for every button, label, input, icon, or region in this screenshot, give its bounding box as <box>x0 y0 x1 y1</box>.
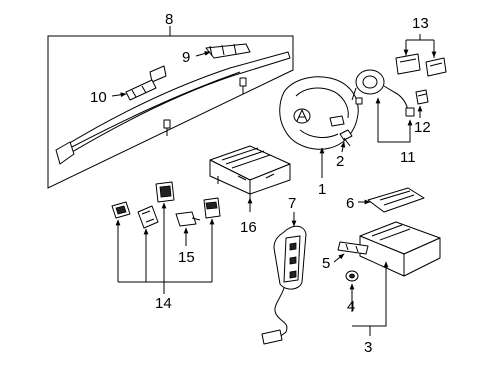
passenger-airbag-group <box>337 187 441 282</box>
connector-part-15 <box>175 211 201 227</box>
connector-part-12 <box>415 89 429 105</box>
srs-unit-right <box>249 163 291 195</box>
callout-6: 6 <box>346 195 354 212</box>
callout-13: 13 <box>412 15 429 32</box>
bolt-b <box>163 119 171 136</box>
sensor-14b <box>137 205 159 229</box>
curtain-airbag-end-bracket <box>55 141 75 165</box>
sensor-14c <box>155 181 175 203</box>
driver-airbag-module <box>279 76 359 150</box>
bolt-a <box>239 77 247 94</box>
sensor-group-13 <box>395 53 447 77</box>
callout-14: 14 <box>155 295 172 312</box>
callout-3: 3 <box>364 339 372 356</box>
occupant-position-sensor <box>261 225 307 345</box>
bolt-part-2 <box>339 129 353 147</box>
curtain-airbag-tube <box>57 51 291 159</box>
curtain-airbag-bracket-b <box>205 43 251 59</box>
callout-2: 2 <box>336 153 344 170</box>
callout-11: 11 <box>400 149 416 166</box>
bracket-part-5 <box>337 241 369 255</box>
sensor-14d <box>203 197 221 219</box>
inflator-part <box>125 79 157 101</box>
airbag-housing-side <box>403 237 441 277</box>
impact-sensor-b <box>425 57 447 77</box>
callout-10: 10 <box>90 89 107 106</box>
callout-16: 16 <box>240 219 257 236</box>
callout-8: 8 <box>165 11 173 28</box>
impact-sensor-a <box>395 53 421 75</box>
callout-4: 4 <box>347 298 355 315</box>
harness-connector <box>261 329 283 345</box>
squib-part-4 <box>345 270 359 282</box>
sensor-14a <box>111 201 131 219</box>
callout-labels: 8 9 10 1 2 11 12 13 16 14 15 7 6 5 4 3 <box>90 11 431 356</box>
callout-7: 7 <box>288 195 296 212</box>
clock-spring-group <box>351 69 415 117</box>
curtain-airbag-frame <box>47 35 294 189</box>
curtain-airbag-bracket-a <box>149 65 167 83</box>
curtain-airbag-group <box>47 26 294 189</box>
callout-12: 12 <box>414 119 431 136</box>
callout-15: 15 <box>178 249 195 266</box>
callout-9: 9 <box>182 49 190 66</box>
airbag-lid-6 <box>367 187 425 213</box>
acura-emblem-icon <box>293 108 311 124</box>
callout-1: 1 <box>318 181 326 198</box>
callout-5: 5 <box>322 255 330 272</box>
leader-lines <box>111 26 437 336</box>
srs-control-unit <box>209 145 291 200</box>
sensor-set-14 <box>111 181 221 229</box>
